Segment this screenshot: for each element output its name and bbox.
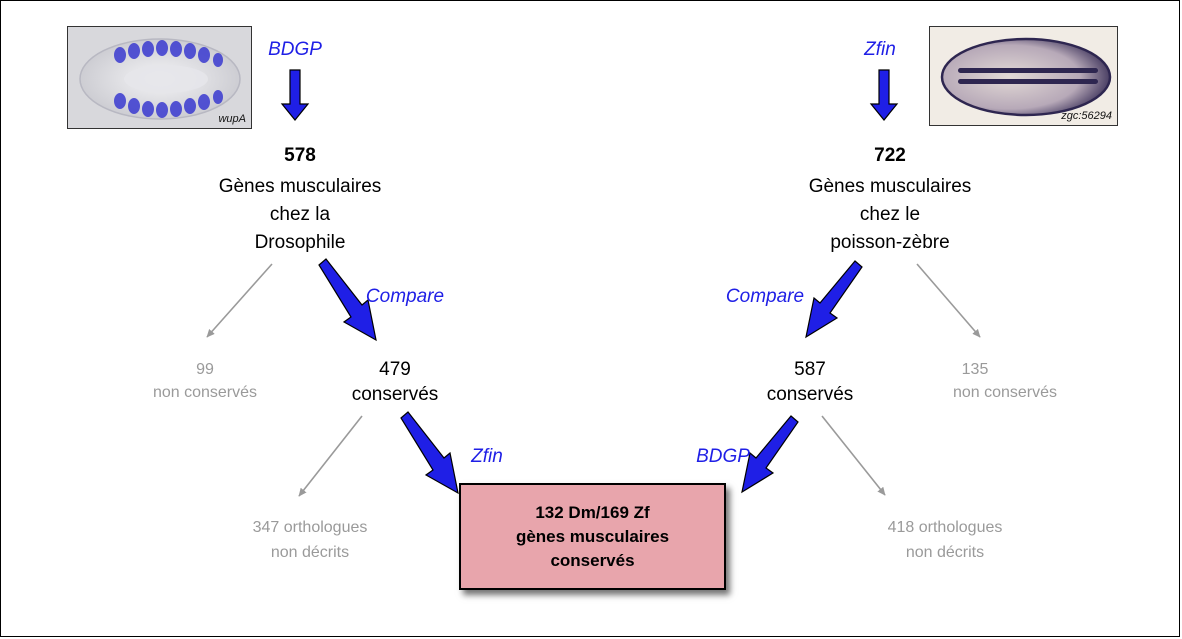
gray-arrows: [206, 263, 981, 497]
zebrafish-nonconserved-label: non conservés: [952, 384, 1058, 401]
result-line3: conservés: [550, 550, 635, 570]
result-line2: gènes musculaires: [515, 526, 670, 546]
zebrafish-undescribed-line1: 418 orthologues: [887, 519, 1003, 536]
zebrafish-embryo-image: zgc:56294: [929, 26, 1118, 126]
blue-arrow-bdgp-down: [280, 69, 310, 121]
drosophila-desc-line3: Drosophile: [254, 232, 346, 253]
gray-arrow-drosophila-nonconserved: [206, 263, 273, 338]
gray-arrow-zebrafish-undescribed: [821, 415, 886, 496]
drosophila-desc-line2: chez la: [269, 204, 331, 225]
gray-arrow-drosophila-undescribed: [298, 415, 363, 497]
blue-arrows: [280, 69, 899, 495]
drosophila-conserved-label: conservés: [351, 384, 439, 405]
drosophila-desc-line1: Gènes musculaires: [218, 176, 382, 197]
drosophila-nonconserved-count: 99: [196, 361, 214, 378]
blue-arrow-compare-right: [805, 260, 863, 339]
drosophila-gene-caption: wupA: [218, 113, 246, 125]
drosophila-nonconserved-label: non conservés: [152, 384, 258, 401]
zebrafish-gene-caption: zgc:56294: [1061, 110, 1112, 122]
drosophila-total: 578: [284, 145, 316, 166]
label-compare-left: Compare: [365, 286, 445, 307]
result-box: 132 Dm/169 Zf gènes musculaires conservé…: [459, 483, 726, 590]
blue-arrow-zfin-down: [869, 69, 899, 121]
drosophila-undescribed-line1: 347 orthologues: [252, 519, 368, 536]
label-zfin-cross: Zfin: [471, 446, 503, 467]
blue-arrow-bdgp-to-result: [741, 415, 799, 494]
drosophila-embryo-illustration: [68, 27, 251, 128]
blue-arrow-zfin-to-result: [400, 411, 459, 495]
zebrafish-nonconserved-count: 135: [961, 361, 989, 378]
zebrafish-undescribed-line2: non décrits: [905, 544, 985, 561]
label-bdgp-source: BDGP: [268, 39, 322, 60]
zebrafish-desc-line3: poisson-zèbre: [830, 232, 950, 253]
zebrafish-embryo-illustration: [930, 27, 1117, 125]
label-zfin-source: Zfin: [864, 39, 896, 60]
drosophila-embryo-image: wupA: [67, 26, 252, 129]
drosophila-undescribed-line2: non décrits: [270, 544, 350, 561]
zebrafish-desc-line2: chez le: [859, 204, 921, 225]
label-compare-right: Compare: [725, 286, 805, 307]
result-line1: 132 Dm/169 Zf: [535, 502, 650, 522]
blue-arrow-compare-left: [318, 258, 377, 342]
zebrafish-desc-line1: Gènes musculaires: [808, 176, 972, 197]
zebrafish-total: 722: [874, 145, 906, 166]
zebrafish-conserved-count: 587: [794, 359, 826, 380]
zebrafish-conserved-label: conservés: [766, 384, 854, 405]
gray-arrow-zebrafish-nonconserved: [916, 263, 981, 338]
label-bdgp-cross: BDGP: [696, 446, 750, 467]
drosophila-conserved-count: 479: [379, 359, 411, 380]
